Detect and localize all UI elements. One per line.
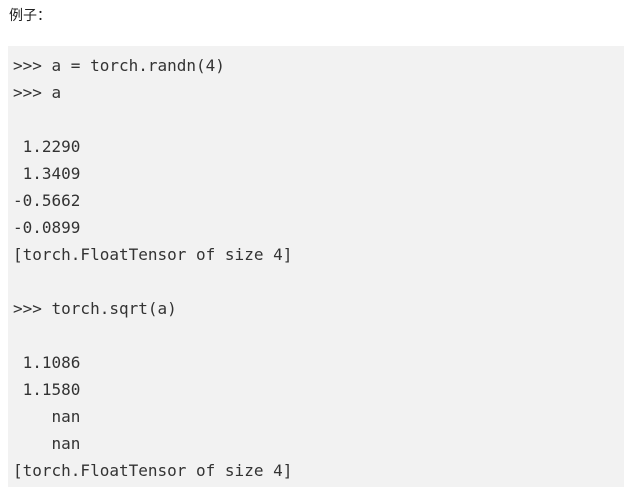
code-line-blank <box>13 106 624 133</box>
code-line-output: 1.1086 <box>13 353 81 372</box>
code-line-output: nan <box>13 434 81 453</box>
example-heading: 例子： <box>9 8 51 24</box>
code-line-tensor-info: [torch.FloatTensor of size 4] <box>13 245 293 264</box>
code-line-output: 1.1580 <box>13 380 81 399</box>
code-line-output: -0.0899 <box>13 218 81 237</box>
code-line-blank <box>13 322 624 349</box>
code-line-output: nan <box>13 407 81 426</box>
code-line-output: 1.2290 <box>13 137 81 156</box>
code-line-prompt-randn: >>> a = torch.randn(4) <box>13 56 225 75</box>
code-line-tensor-info: [torch.FloatTensor of size 4] <box>13 461 293 480</box>
code-line-prompt-a: >>> a <box>13 83 62 102</box>
code-line-output: -0.5662 <box>13 191 81 210</box>
code-line-blank <box>13 268 624 295</box>
code-line-output: 1.3409 <box>13 164 81 183</box>
code-line-prompt-sqrt: >>> torch.sqrt(a) <box>13 299 177 318</box>
code-block: >>> a = torch.randn(4) >>> a 1.2290 1.34… <box>8 46 624 487</box>
